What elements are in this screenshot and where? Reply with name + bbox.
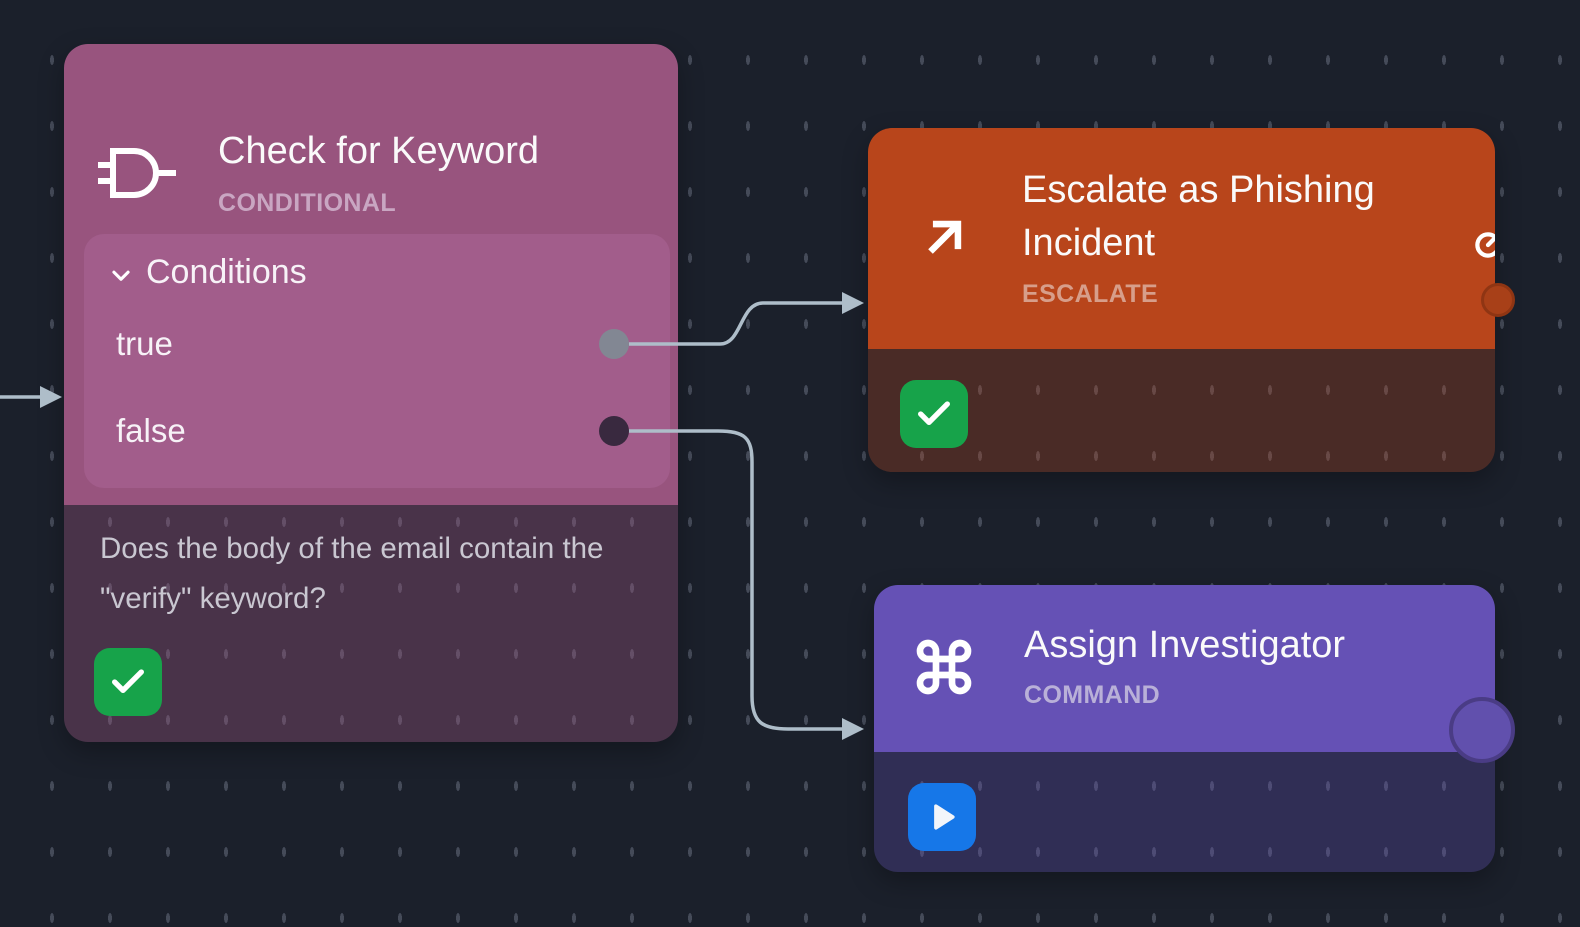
output-label-false: false bbox=[116, 412, 186, 449]
false-edge-arrowhead bbox=[842, 718, 864, 740]
node-description: Does the body of the email contain the "… bbox=[100, 532, 604, 615]
command-icon bbox=[916, 639, 972, 695]
node-footer bbox=[874, 752, 1495, 872]
node-footer bbox=[868, 349, 1495, 472]
node-type-label: CONDITIONAL bbox=[218, 189, 396, 217]
node-assign-investigator[interactable]: Assign Investigator COMMAND bbox=[874, 585, 1495, 872]
node-type-label: ESCALATE bbox=[1022, 280, 1159, 308]
node-check-for-keyword[interactable]: Check for Keyword CONDITIONAL Conditions… bbox=[64, 44, 678, 742]
node-footer: Does the body of the email contain the "… bbox=[64, 505, 678, 742]
arrow-up-right-icon bbox=[928, 220, 962, 254]
node-header: Escalate as Phishing Incident ESCALATE bbox=[868, 128, 1495, 349]
node-header: Check for Keyword CONDITIONAL Conditions… bbox=[64, 44, 678, 505]
logic-gate-icon bbox=[98, 148, 176, 198]
check-icon bbox=[918, 401, 950, 425]
chevron-down-icon[interactable] bbox=[104, 258, 138, 292]
run-status-badge bbox=[908, 783, 976, 851]
assign-node-output-port[interactable] bbox=[1449, 697, 1515, 763]
output-port-true[interactable] bbox=[599, 329, 629, 359]
play-icon bbox=[934, 804, 955, 830]
node-header: Assign Investigator COMMAND bbox=[874, 585, 1495, 752]
incoming-edge-arrowhead bbox=[40, 386, 62, 408]
node-title: Check for Keyword bbox=[218, 130, 540, 172]
success-status-badge bbox=[94, 648, 162, 716]
node-type-label: COMMAND bbox=[1024, 681, 1161, 709]
success-status-badge bbox=[900, 380, 968, 448]
conditions-label[interactable]: Conditions bbox=[146, 253, 307, 291]
retry-icon[interactable] bbox=[1471, 228, 1495, 262]
check-icon bbox=[112, 669, 144, 693]
true-edge-arrowhead bbox=[842, 292, 864, 314]
node-escalate-as-phishing-incident[interactable]: Escalate as Phishing Incident ESCALATE bbox=[868, 128, 1495, 472]
escalate-node-output-port[interactable] bbox=[1481, 283, 1515, 317]
output-label-true: true bbox=[116, 325, 173, 362]
node-title: Escalate as Phishing Incident bbox=[1022, 169, 1375, 264]
conditions-panel[interactable]: Conditions true false bbox=[84, 234, 670, 488]
output-port-false[interactable] bbox=[599, 416, 629, 446]
node-title: Assign Investigator bbox=[1024, 624, 1346, 666]
